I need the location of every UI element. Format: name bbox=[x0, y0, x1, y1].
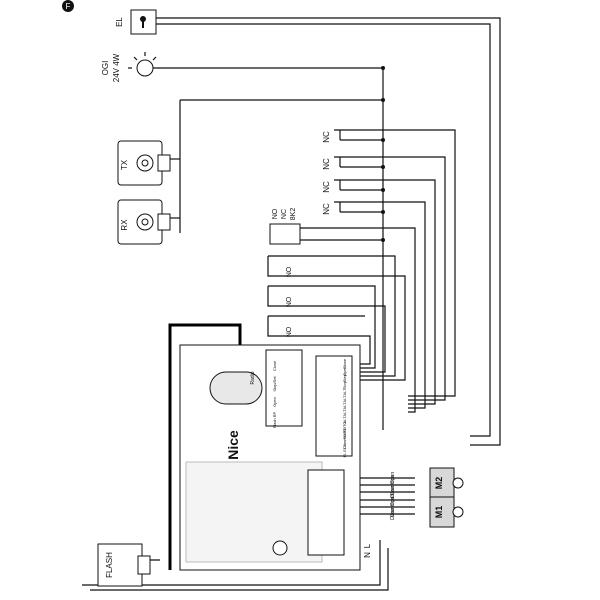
terminal-label: ALT bbox=[342, 409, 347, 417]
button-label: Flash RP bbox=[272, 411, 277, 428]
rx-label: RX bbox=[120, 219, 129, 231]
radio-label: Radio bbox=[250, 371, 256, 384]
terminal-label: Step bbox=[342, 373, 347, 382]
selector-8k2-label: 8K2 bbox=[290, 208, 297, 221]
flash-box bbox=[97, 543, 151, 587]
terminal-label: ALT bbox=[342, 402, 347, 410]
ogi-label: OGI bbox=[101, 61, 110, 76]
brand-label: Nice bbox=[225, 430, 241, 460]
button-label: Stop/Set bbox=[272, 375, 277, 391]
motor-terminal-label: Open bbox=[390, 494, 396, 506]
button-label: Open bbox=[272, 397, 277, 407]
motor-terminal-label: Close bbox=[390, 485, 396, 498]
power-l-label: L bbox=[363, 543, 372, 548]
no-label: NO bbox=[286, 296, 293, 307]
no-label: NO bbox=[286, 326, 293, 337]
el-label: EL bbox=[115, 17, 124, 27]
wiring bbox=[82, 17, 501, 591]
terminal-label: FOTO bbox=[342, 421, 347, 432]
motor-m1 bbox=[429, 496, 464, 528]
motor-terminal-label: Close bbox=[390, 507, 396, 520]
nc-label: NC bbox=[322, 158, 331, 170]
nc-label: NC bbox=[322, 181, 331, 193]
power-n-label: N bbox=[363, 552, 372, 558]
motor-terminal-label: Common bbox=[390, 497, 396, 518]
nc-label: NC bbox=[322, 131, 331, 143]
terminal-label: Common bbox=[342, 433, 347, 449]
terminal-label: ELS bbox=[342, 444, 347, 452]
m2-label: M2 bbox=[434, 477, 444, 490]
tx-photocell bbox=[117, 140, 171, 186]
selector-no-label: NO bbox=[272, 208, 279, 219]
terminal-label: Stop bbox=[342, 380, 347, 389]
terminal-label: FOTO bbox=[342, 428, 347, 439]
svg-text:F: F bbox=[66, 2, 71, 11]
control-board bbox=[179, 344, 361, 571]
motor-m2 bbox=[429, 467, 464, 499]
nc-label: NC bbox=[322, 203, 331, 215]
m1-label: M1 bbox=[434, 506, 444, 519]
el-lock-icon bbox=[130, 9, 157, 35]
figure-badge: F bbox=[62, 0, 74, 12]
terminal-label: ALT bbox=[342, 395, 347, 403]
ogi-lamp-icon bbox=[128, 52, 157, 77]
terminal-label: ALT bbox=[342, 388, 347, 396]
flash-label: FLASH bbox=[105, 552, 114, 578]
rx-photocell bbox=[117, 199, 171, 245]
selector-nc-label: NC bbox=[281, 209, 288, 219]
terminal-label: Open bbox=[342, 366, 347, 376]
motor-terminal-label: Open bbox=[390, 472, 396, 484]
terminal-label: EL bbox=[342, 452, 347, 458]
terminal-label: ALT bbox=[342, 416, 347, 424]
motor-terminal-label: Common bbox=[390, 475, 396, 496]
no-label: NO bbox=[286, 266, 293, 277]
terminal-label: Close bbox=[342, 358, 347, 369]
button-label: Close bbox=[272, 360, 277, 371]
ogi-voltage-label: 24V 4W bbox=[112, 53, 121, 82]
tx-label: TX bbox=[120, 159, 129, 170]
junction-dots bbox=[381, 66, 385, 242]
